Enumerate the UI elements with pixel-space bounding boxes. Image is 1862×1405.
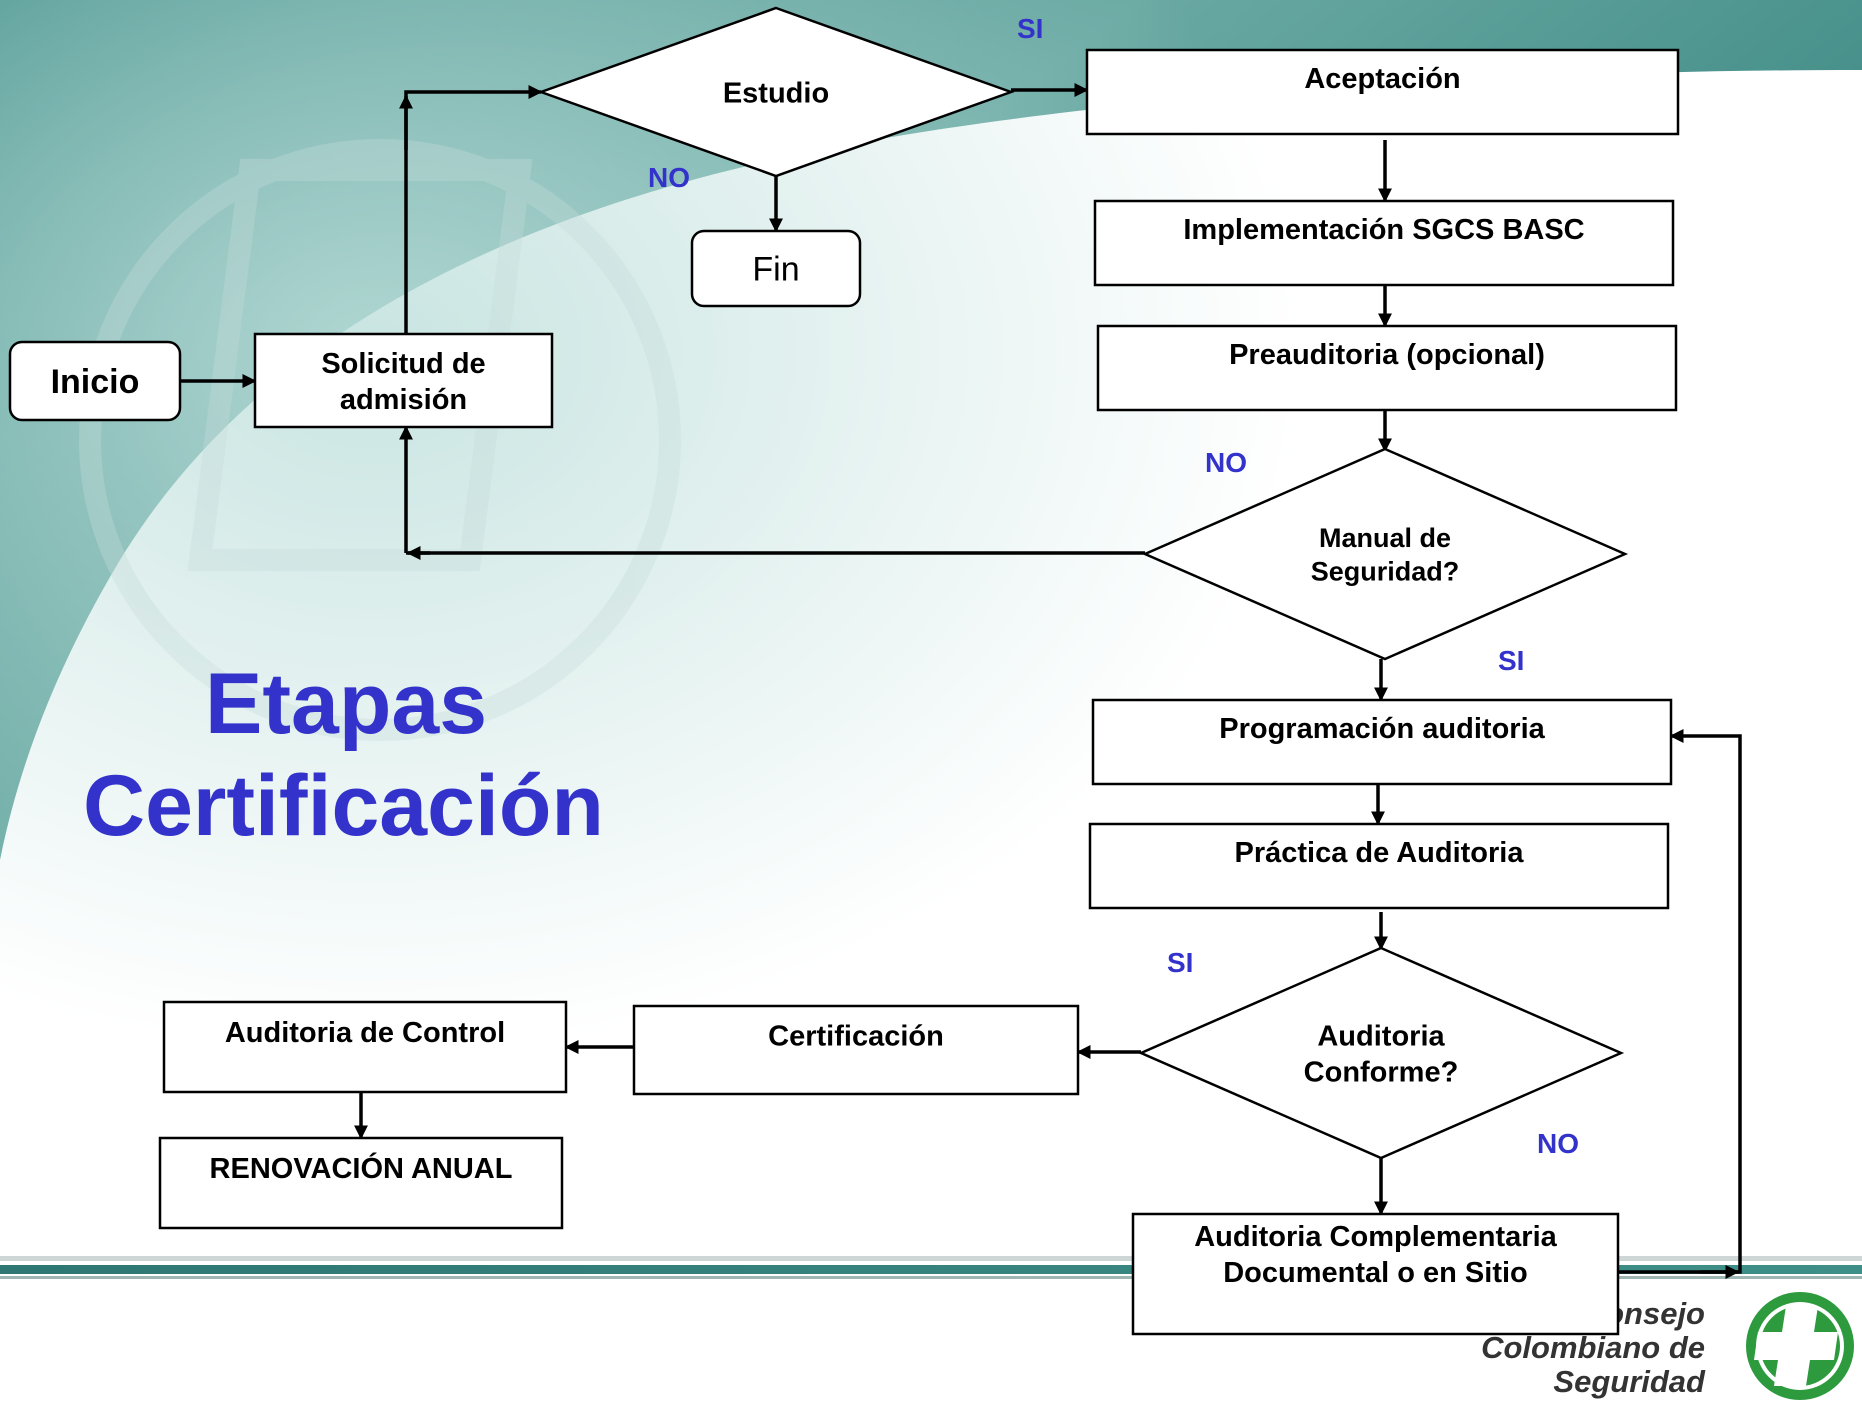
edge-complementaria-to-programacion: [1618, 729, 1742, 1279]
node-fin: Fin: [690, 229, 862, 308]
node-practica-label: Práctica de Auditoria: [1234, 837, 1524, 869]
node-implementacion: Implementación SGCS BASC: [1093, 199, 1675, 287]
node-programacion: Programación auditoria: [1091, 698, 1673, 786]
node-renovacion-label: RENOVACIÓN ANUAL: [210, 1151, 513, 1185]
bottom-line-thin: [0, 1276, 1862, 1279]
logo-line-3: Seguridad: [1553, 1364, 1705, 1399]
edge-conforme-to-certificacion: SI: [1076, 947, 1193, 1059]
edge-conforme-to-complementaria: NO: [1374, 1128, 1579, 1216]
node-renovacion: RENOVACIÓN ANUAL: [158, 1136, 564, 1230]
cross-logo-icon: [1740, 1286, 1860, 1405]
logo-line-2: Colombiano de: [1481, 1330, 1705, 1365]
node-aceptacion-label: Aceptación: [1304, 63, 1460, 95]
title-line-2: Certificación: [83, 758, 604, 854]
node-certificacion-label: Certificación: [768, 1020, 944, 1052]
node-preauditoria-label: Preauditoria (opcional): [1229, 339, 1545, 371]
edge-estudio-to-fin: NO: [648, 162, 783, 233]
node-implementacion-label: Implementación SGCS BASC: [1183, 214, 1584, 246]
bottom-band: [0, 1265, 1862, 1274]
watermark-emblem: [79, 139, 681, 741]
edge-estudio-to-aceptacion: SI: [1011, 13, 1089, 97]
node-fin-label: Fin: [752, 251, 799, 289]
edge-manual-to-programacion: SI: [1374, 645, 1524, 702]
bottom-line-light: [0, 1256, 1862, 1261]
node-control-label: Auditoria de Control: [225, 1017, 505, 1049]
title-line-1: Etapas: [205, 656, 488, 752]
edge-label-no: NO: [1537, 1128, 1579, 1159]
edge-label-no: NO: [1205, 447, 1247, 478]
edge-manual-to-solicitud: NO: [399, 425, 1247, 560]
node-inicio-label: Inicio: [51, 363, 140, 401]
node-certificacion: Certificación: [632, 1004, 1080, 1096]
edge-label-si: SI: [1498, 645, 1524, 676]
node-programacion-label: Programación auditoria: [1219, 713, 1545, 745]
edge-label-si: SI: [1167, 947, 1193, 978]
edge-solicitud-to-estudio: [399, 85, 543, 334]
node-estudio-label: Estudio: [723, 77, 829, 109]
edge-label-si: SI: [1017, 13, 1043, 44]
node-aceptacion: Aceptación: [1085, 48, 1680, 136]
node-preauditoria: Preauditoria (opcional): [1096, 324, 1678, 412]
node-practica: Práctica de Auditoria: [1088, 822, 1670, 910]
node-inicio: Inicio: [8, 340, 182, 422]
node-control: Auditoria de Control: [162, 1000, 568, 1094]
node-estudio: Estudio: [537, 6, 1015, 178]
edge-label-no: NO: [648, 162, 690, 193]
